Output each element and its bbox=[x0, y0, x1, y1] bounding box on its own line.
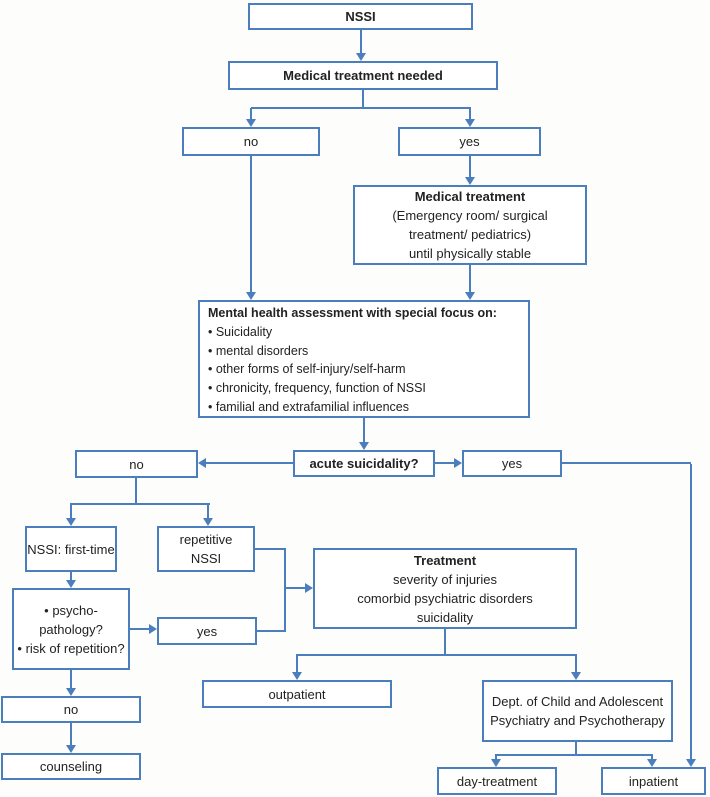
connector-line bbox=[651, 756, 653, 760]
node-medical-no: no bbox=[182, 127, 320, 156]
connector-line bbox=[284, 548, 286, 632]
connector-line bbox=[207, 505, 209, 518]
node-risk-assessment: • psycho-pathology? • risk of repetition… bbox=[12, 588, 130, 670]
connector-line bbox=[70, 572, 72, 580]
node-medical-treatment-line: treatment/ pediatrics) bbox=[408, 227, 532, 242]
node-risk-yes: yes bbox=[157, 617, 257, 645]
connector-line bbox=[205, 462, 293, 464]
connector-line bbox=[435, 462, 455, 464]
node-medical-yes: yes bbox=[398, 127, 541, 156]
connector-line bbox=[70, 670, 72, 688]
arrowhead bbox=[66, 688, 76, 696]
node-assessment-title: Mental health assessment with special fo… bbox=[208, 306, 497, 320]
node-assessment: Mental health assessment with special fo… bbox=[198, 300, 530, 418]
node-risk-no: no bbox=[1, 696, 141, 723]
arrowhead bbox=[359, 442, 369, 450]
connector-line bbox=[70, 505, 72, 518]
node-treatment-line: severity of injuries bbox=[392, 571, 498, 587]
node-inpatient: inpatient bbox=[601, 767, 706, 795]
connector-line bbox=[135, 478, 137, 504]
node-treatment-line: comorbid psychiatric disorders bbox=[357, 590, 533, 606]
arrowhead bbox=[66, 745, 76, 753]
node-outpatient: outpatient bbox=[202, 680, 392, 708]
arrowhead bbox=[292, 672, 302, 680]
node-medical-treatment-needed: Medical treatment needed bbox=[228, 61, 498, 90]
node-nssi-first-time: NSSI: first-time bbox=[25, 526, 117, 572]
node-counseling: counseling bbox=[1, 753, 141, 780]
node-day-treatment: day-treatment bbox=[437, 767, 557, 795]
node-nssi: NSSI bbox=[248, 3, 473, 30]
connector-line bbox=[360, 30, 362, 53]
connector-line bbox=[444, 629, 446, 655]
connector-line bbox=[362, 90, 364, 108]
arrowhead bbox=[465, 292, 475, 300]
node-risk-bullet: • psycho-pathology? bbox=[39, 602, 103, 637]
connector-line bbox=[70, 503, 210, 505]
arrowhead bbox=[149, 624, 157, 634]
connector-line bbox=[469, 156, 471, 177]
connector-line bbox=[495, 756, 497, 760]
connector-line bbox=[575, 656, 577, 672]
arrowhead bbox=[491, 759, 501, 767]
node-assessment-bullet: • mental disorders bbox=[208, 343, 309, 358]
connector-line bbox=[251, 107, 471, 109]
connector-line bbox=[575, 742, 577, 756]
arrowhead bbox=[454, 458, 462, 468]
connector-line bbox=[562, 462, 691, 464]
node-risk-bullet: • risk of repetition? bbox=[17, 640, 125, 656]
node-assessment-bullet: • Suicidality bbox=[208, 324, 273, 339]
connector-line bbox=[257, 630, 286, 632]
node-medical-treatment-line: until physically stable bbox=[408, 246, 532, 261]
arrowhead bbox=[66, 518, 76, 526]
arrowhead bbox=[198, 458, 206, 468]
arrowhead bbox=[647, 759, 657, 767]
arrowhead bbox=[305, 583, 313, 593]
node-acute-suicidality: acute suicidality? bbox=[293, 450, 435, 477]
node-repetitive-nssi: repetitive NSSI bbox=[157, 526, 255, 572]
node-department: Dept. of Child and Adolescent Psychiatry… bbox=[482, 680, 673, 742]
node-medical-treatment-line: (Emergency room/ surgical bbox=[392, 208, 548, 223]
arrowhead bbox=[571, 672, 581, 680]
node-treatment-title: Treatment bbox=[413, 552, 477, 568]
arrowhead bbox=[246, 292, 256, 300]
connector-line bbox=[70, 723, 72, 745]
connector-line bbox=[363, 418, 365, 442]
node-assessment-bullet: • familial and extrafamilial influences bbox=[208, 399, 409, 414]
arrowhead bbox=[203, 518, 213, 526]
node-medical-treatment-title: Medical treatment bbox=[414, 189, 526, 204]
arrowhead bbox=[356, 53, 366, 61]
arrowhead bbox=[66, 580, 76, 588]
connector-line bbox=[690, 464, 692, 759]
connector-line bbox=[469, 108, 471, 119]
connector-line bbox=[495, 754, 653, 756]
node-treatment: Treatment severity of injuries comorbid … bbox=[313, 548, 577, 629]
connector-line bbox=[286, 587, 305, 589]
arrowhead bbox=[465, 177, 475, 185]
connector-line bbox=[250, 156, 252, 292]
node-assessment-bullet: • other forms of self-injury/self-harm bbox=[208, 362, 406, 377]
node-suicidality-no: no bbox=[75, 450, 198, 478]
connector-line bbox=[296, 656, 298, 672]
node-suicidality-yes: yes bbox=[462, 450, 562, 477]
connector-line bbox=[469, 265, 471, 292]
connector-line bbox=[296, 654, 577, 656]
arrowhead bbox=[246, 119, 256, 127]
arrowhead bbox=[686, 759, 696, 767]
connector-line bbox=[250, 108, 252, 119]
connector-line bbox=[255, 548, 286, 550]
node-assessment-bullet: • chronicity, frequency, function of NSS… bbox=[208, 381, 426, 396]
node-treatment-line: suicidality bbox=[416, 609, 474, 625]
arrowhead bbox=[465, 119, 475, 127]
connector-line bbox=[130, 628, 149, 630]
node-medical-treatment: Medical treatment (Emergency room/ surgi… bbox=[353, 185, 587, 265]
